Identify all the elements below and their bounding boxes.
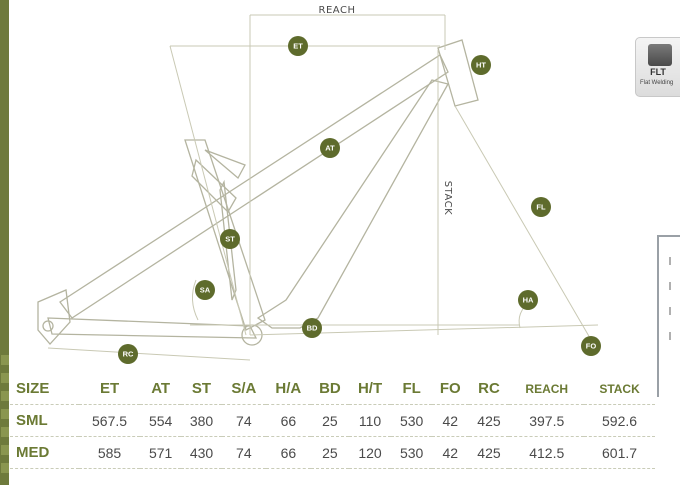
table-cell: 110 [348, 404, 392, 437]
table-cell: 585 [78, 436, 141, 469]
header-st: ST [181, 373, 222, 405]
sa-arc [192, 279, 199, 321]
table-cell: 601.7 [584, 436, 655, 469]
table-cell: 380 [181, 404, 222, 437]
fl-badge-text: FL [536, 203, 546, 212]
left-bar-pattern [1, 355, 9, 475]
sa-badge: SA [195, 280, 215, 300]
table-cell: 74 [221, 404, 266, 437]
table-row: MED 585 571 430 74 66 25 120 530 42 425 … [10, 436, 655, 469]
table-cell: 397.5 [509, 404, 585, 437]
et-badge-text: ET [293, 42, 303, 51]
brace-2 [204, 149, 246, 180]
stack-label: STACK [442, 181, 453, 215]
rc-line [47, 347, 251, 361]
table-cell: 66 [265, 436, 311, 469]
left-accent-bar [0, 0, 9, 485]
ht-badge: HT [471, 55, 491, 75]
table-cell: 74 [221, 436, 266, 469]
header-rc: RC [468, 373, 510, 405]
fo-badge-text: FO [586, 342, 597, 351]
rc-badge: RC [118, 344, 138, 364]
table-cell: 425 [468, 436, 510, 469]
header-fo: FO [432, 373, 469, 405]
header-reach: REACH [509, 373, 585, 405]
table-cell: 42 [432, 404, 469, 437]
badge-code: FLT [650, 67, 666, 77]
table-cell: 42 [432, 436, 469, 469]
frame-outline [37, 39, 479, 346]
st-badge: ST [220, 229, 240, 249]
seat-tube-inner [219, 179, 237, 301]
header-sa: S/A [221, 373, 266, 405]
panel-mark [669, 257, 671, 265]
table-cell: 430 [181, 436, 222, 469]
table-header-row: SIZE ET AT ST S/A H/A BD H/T FL FO RC RE… [10, 373, 655, 405]
side-panel [657, 235, 680, 397]
header-fl: FL [391, 373, 433, 405]
panel-mark [669, 282, 671, 290]
header-stack: STACK [584, 373, 655, 405]
seat-tube [184, 139, 266, 331]
size-cell: MED [10, 436, 79, 469]
et-badge: ET [288, 36, 308, 56]
rear-axle [42, 320, 54, 332]
fo-badge: FO [581, 336, 601, 356]
header-ha: H/A [265, 373, 311, 405]
size-cell: SML [10, 404, 79, 437]
bd-badge: BD [302, 318, 322, 338]
table-cell: 592.6 [584, 404, 655, 437]
panel-mark [669, 332, 671, 340]
table-cell: 66 [265, 404, 311, 437]
panel-mark [669, 307, 671, 315]
et-slope [169, 45, 247, 336]
header-bd: BD [310, 373, 349, 405]
chain-stay [47, 317, 258, 339]
at-badge-text: AT [325, 144, 335, 153]
geometry-table: SIZE ET AT ST S/A H/A BD H/T FL FO RC RE… [10, 373, 655, 469]
table-cell: 530 [391, 404, 433, 437]
rear-dropout [37, 289, 71, 345]
table-cell: 25 [310, 404, 349, 437]
table-cell: 530 [391, 436, 433, 469]
badge-name: Flat Welding [640, 80, 674, 86]
ha-badge: HA [518, 290, 538, 310]
down-tube [256, 79, 449, 329]
table-cell: 571 [140, 436, 182, 469]
st-badge-text: ST [225, 235, 235, 244]
table-cell: 425 [468, 404, 510, 437]
header-et: ET [78, 373, 141, 405]
header-size: SIZE [10, 373, 79, 405]
table-cell: 554 [140, 404, 182, 437]
top-tube [59, 54, 449, 319]
at-badge: AT [320, 138, 340, 158]
reach-label: REACH [319, 5, 356, 16]
rc-badge-text: RC [123, 350, 134, 359]
table-cell: 120 [348, 436, 392, 469]
fl-badge: FL [531, 197, 551, 217]
table-cell: 25 [310, 436, 349, 469]
flat-welding-badge: FLT Flat Welding [635, 37, 680, 97]
header-at: AT [140, 373, 182, 405]
table-row: SML 567.5 554 380 74 66 25 110 530 42 42… [10, 404, 655, 437]
fork-line [454, 105, 591, 339]
frame-geometry-diagram: REACH STACK ET HT AT ST FL SA HA BD RC F… [37, 5, 601, 364]
dimension-lines [47, 14, 599, 361]
table-cell: 567.5 [78, 404, 141, 437]
ht-badge-text: HT [476, 61, 486, 70]
ha-badge-text: HA [523, 296, 534, 305]
welding-icon [648, 44, 672, 66]
header-ht: H/T [348, 373, 392, 405]
sa-badge-text: SA [200, 286, 211, 295]
table-cell: 412.5 [509, 436, 585, 469]
head-tube [437, 39, 479, 107]
bd-badge-text: BD [307, 324, 318, 333]
